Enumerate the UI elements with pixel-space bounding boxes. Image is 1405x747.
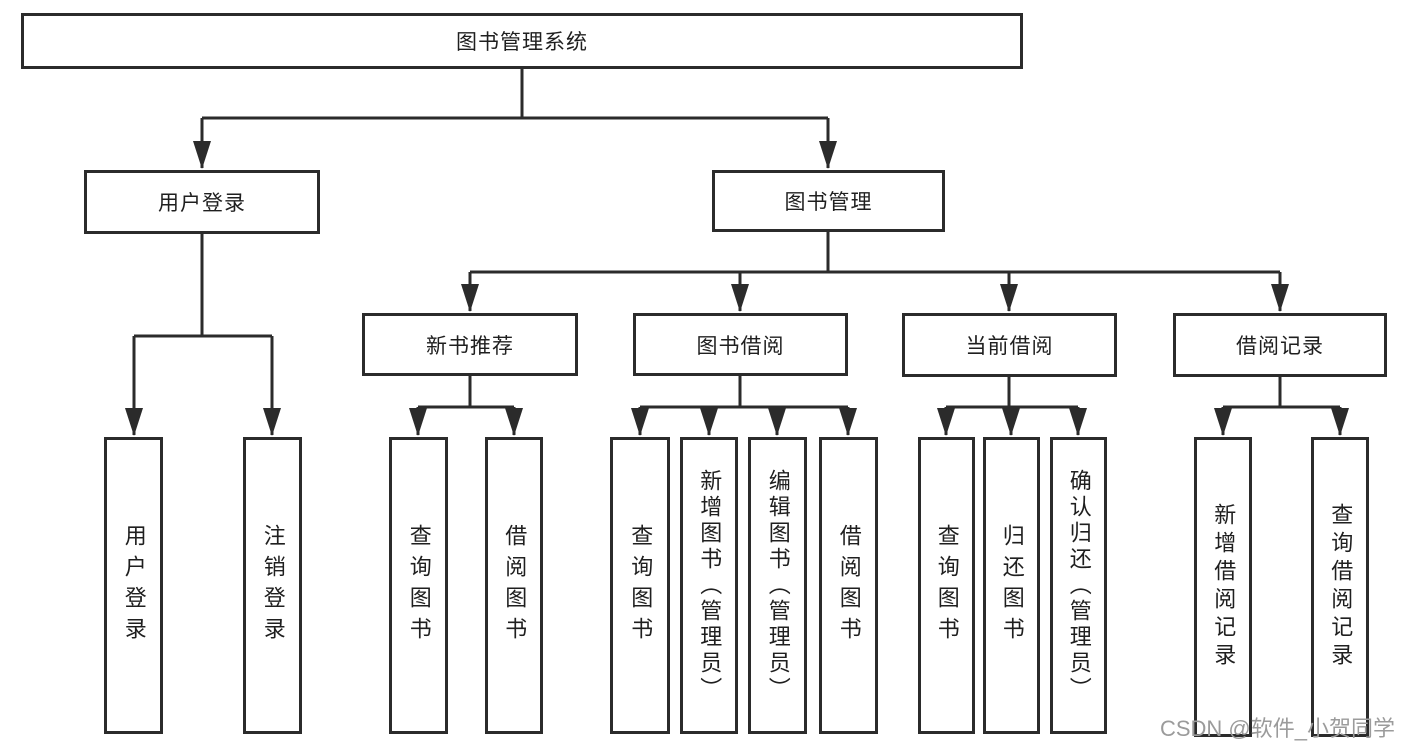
csdn-watermark: CSDN @软件_小贺同学 (1159, 716, 1395, 741)
leaf-borrow-books-2: 借阅图书 (819, 437, 878, 734)
leaf-logout-label: 注销登录 (260, 523, 286, 648)
node-user-login: 用户登录 (84, 170, 320, 234)
connector-book-borrowing-branch (640, 376, 848, 409)
node-book-borrowing-label: 图书借阅 (696, 334, 785, 358)
leaf-edit-book-admin-label: 编辑图书（管理员） (765, 468, 791, 703)
leaf-add-book-admin-label: 新增图书（管理员） (697, 468, 723, 703)
connector-current-borrowing-branch (946, 377, 1078, 409)
leaf-logout: 注销登录 (243, 437, 302, 734)
leaf-return-books-label: 归还图书 (999, 523, 1025, 648)
leaf-query-borrow-record: 查询借阅记录 (1311, 437, 1369, 737)
leaf-edit-book-admin: 编辑图书（管理员） (748, 437, 807, 734)
node-book-borrowing: 图书借阅 (633, 313, 848, 376)
leaf-query-books-2: 查询图书 (610, 437, 670, 734)
connector-root-branch (202, 69, 828, 120)
leaf-query-books-1-label: 查询图书 (406, 523, 432, 648)
leaf-query-books-1: 查询图书 (389, 437, 448, 734)
connector-user-login-branch (134, 234, 272, 338)
connector-borrow-records-branch (1223, 377, 1340, 409)
leaf-add-borrow-record-label: 新增借阅记录 (1211, 503, 1237, 671)
node-current-borrowing: 当前借阅 (902, 313, 1117, 377)
leaf-borrow-books-2-label: 借阅图书 (836, 523, 862, 648)
leaf-query-books-3: 查询图书 (918, 437, 975, 734)
node-system-root-label: 图书管理系统 (456, 31, 588, 54)
leaf-query-books-2-label: 查询图书 (628, 523, 654, 648)
leaf-user-login-label: 用户登录 (121, 523, 147, 648)
node-borrow-records: 借阅记录 (1173, 313, 1387, 377)
leaf-borrow-books-1-label: 借阅图书 (502, 523, 528, 648)
leaf-return-books: 归还图书 (983, 437, 1040, 734)
node-user-login-label: 用户登录 (158, 192, 246, 215)
node-book-management-label: 图书管理 (784, 191, 873, 214)
leaf-confirm-return-admin: 确认归还（管理员） (1050, 437, 1107, 734)
node-current-borrowing-label: 当前借阅 (965, 335, 1054, 358)
node-book-management: 图书管理 (712, 170, 945, 232)
connector-new-book-branch (418, 376, 514, 409)
node-borrow-records-label: 借阅记录 (1236, 335, 1324, 358)
node-new-book-recommend-label: 新书推荐 (426, 334, 514, 358)
leaf-add-borrow-record: 新增借阅记录 (1194, 437, 1252, 737)
connector-book-management-branch (470, 232, 1280, 274)
leaf-query-books-3-label: 查询图书 (934, 523, 960, 648)
leaf-user-login: 用户登录 (104, 437, 163, 734)
node-new-book-recommend: 新书推荐 (362, 313, 578, 376)
leaf-confirm-return-admin-label: 确认归还（管理员） (1066, 468, 1092, 703)
leaf-borrow-books-1: 借阅图书 (485, 437, 543, 734)
leaf-add-book-admin: 新增图书（管理员） (680, 437, 738, 734)
leaf-query-borrow-record-label: 查询借阅记录 (1328, 503, 1354, 671)
node-system-root: 图书管理系统 (21, 13, 1023, 69)
